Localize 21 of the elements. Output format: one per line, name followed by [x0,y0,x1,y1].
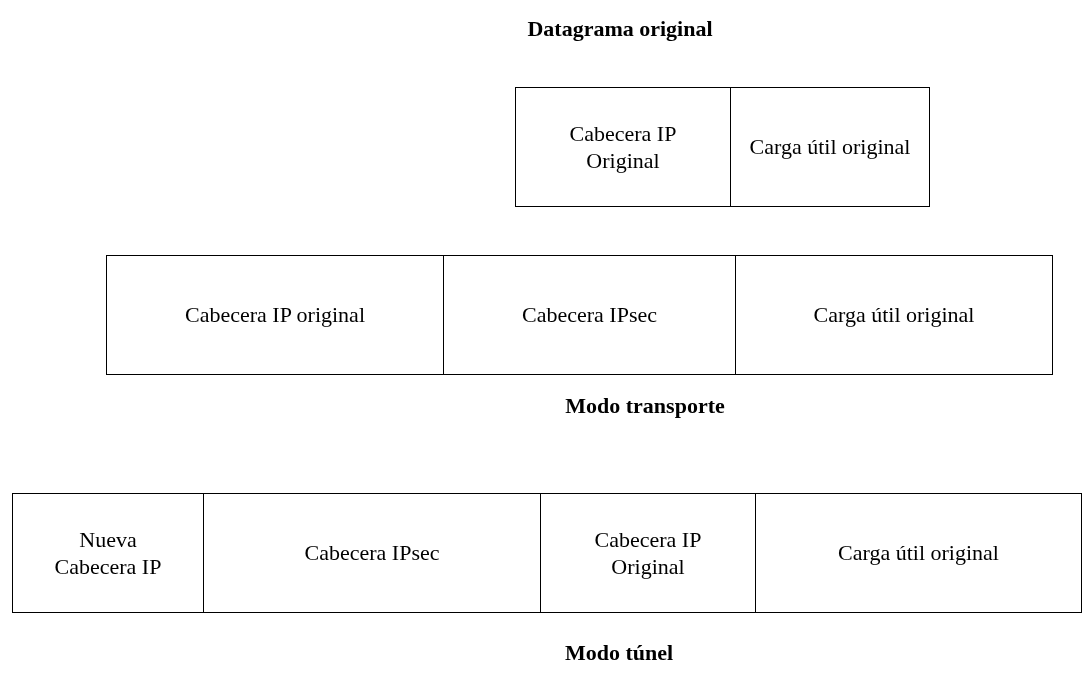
section-heading: Modo túnel [564,640,674,666]
field-label: Cabecera IPsec [304,539,440,567]
field-label: Carga útil original [813,301,975,329]
field-label: Carga útil original [838,539,999,567]
header-field-box [735,255,1053,375]
header-field-box [730,87,930,207]
field-label: Cabecera IP original [185,301,365,329]
header-field-box [540,493,756,613]
header-field-box [12,493,204,613]
field-label: Carga útil original [749,133,911,161]
section-heading: Datagrama original [527,16,713,42]
field-label: Cabecera IP Original [593,525,703,581]
header-field-box [106,255,444,375]
section-heading: Modo transporte [565,393,725,419]
field-label: Cabecera IP Original [568,119,678,175]
field-label: Nueva Cabecera IP [53,525,163,581]
header-field-box [203,493,541,613]
header-field-box [443,255,736,375]
header-field-box [755,493,1082,613]
field-label: Cabecera IPsec [522,301,657,329]
header-field-box [515,87,731,207]
